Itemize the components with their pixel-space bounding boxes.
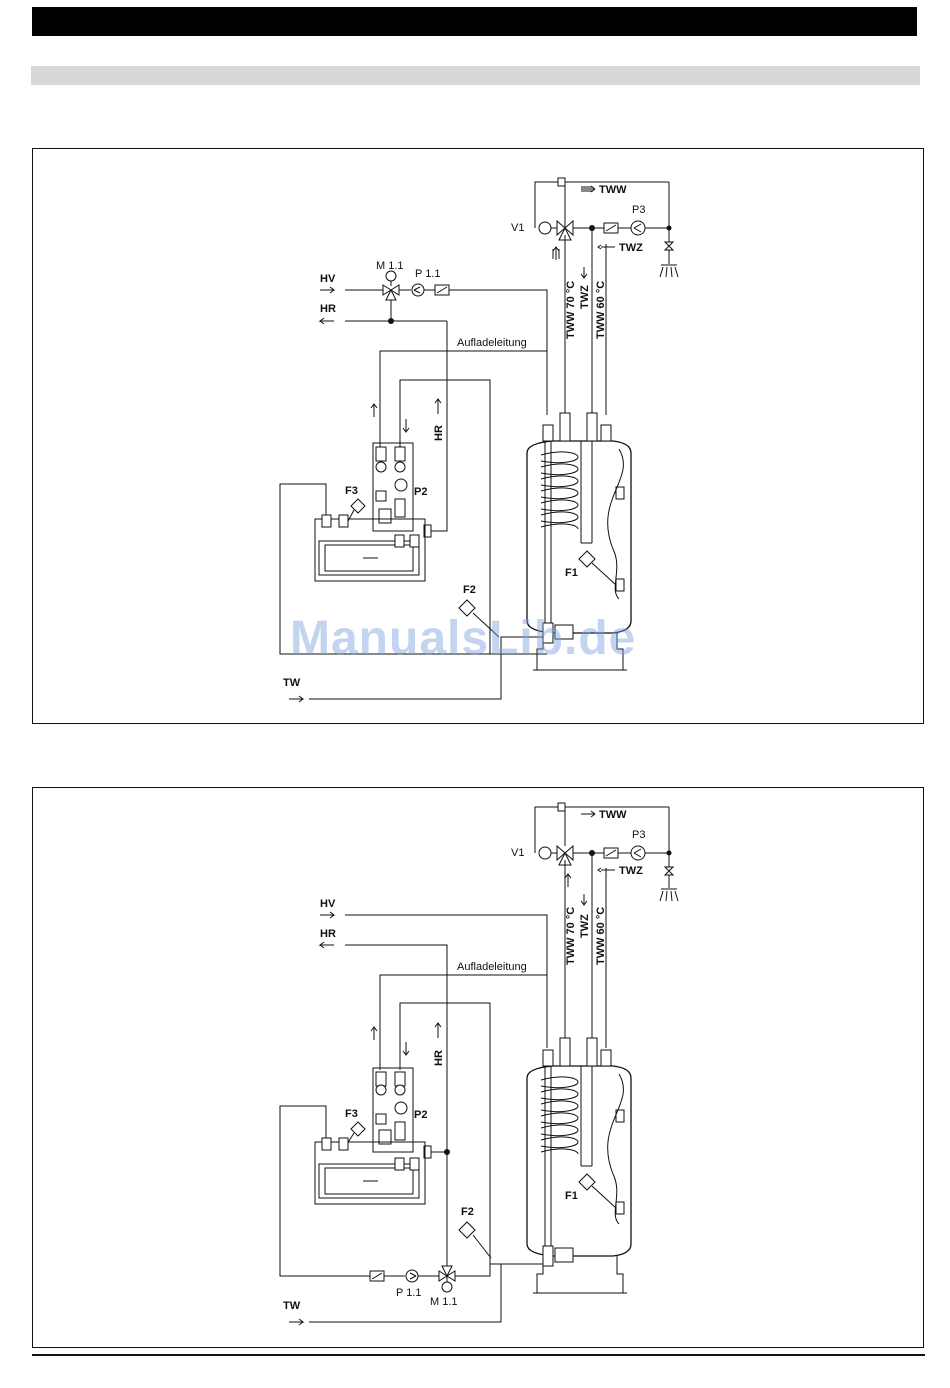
sensor-f2 [459, 1222, 475, 1238]
plate-heat-exchanger [315, 515, 425, 581]
bottom-rule [32, 1354, 925, 1356]
label-p3: P3 [632, 829, 645, 841]
pump-p11 [412, 284, 424, 296]
arrow-hr [320, 942, 334, 948]
schematic-frame-2: TWW V1 P3 TWZ TWW 70 °C TWZ TWW 60 °C HV… [32, 787, 924, 1348]
arrow-down-twz [581, 267, 587, 278]
label-hr-vertical: HR [433, 1050, 445, 1066]
label-hr: HR [320, 303, 336, 315]
label-f3: F3 [345, 485, 358, 497]
arrow-tww [581, 811, 595, 817]
arrow-tw [289, 696, 303, 702]
arrow-up-hr [435, 399, 441, 414]
label-m11: M 1.1 [430, 1296, 458, 1308]
label-tww60: TWW 60 °C [595, 281, 607, 339]
label-v1: V1 [511, 222, 524, 234]
m11-mixing-valve [383, 271, 399, 300]
label-hv: HV [320, 898, 336, 910]
arrow-down-charge [403, 419, 409, 432]
arrow-up-charge [371, 1027, 377, 1040]
pump-p3 [631, 846, 645, 860]
label-twz-vertical: TWZ [579, 914, 591, 938]
label-hv: HV [320, 273, 336, 285]
label-m11: M 1.1 [376, 260, 404, 272]
arrow-hr [320, 318, 334, 324]
arrow-up-hr [435, 1023, 441, 1038]
section-band [31, 66, 920, 85]
label-p2: P2 [414, 486, 427, 498]
label-hr: HR [320, 928, 336, 940]
label-p2: P2 [414, 1109, 427, 1121]
label-p11: P 1.1 [415, 268, 441, 280]
pump-p3 [631, 221, 645, 235]
arrow-up-tww70 [565, 874, 571, 887]
header-bar [32, 7, 917, 36]
storage-tank [527, 1038, 631, 1293]
tww-outlet [535, 178, 565, 228]
pump-p11 [406, 1270, 418, 1282]
arrow-up-charge [371, 404, 377, 417]
label-f2: F2 [461, 1206, 474, 1218]
label-hr-vertical: HR [433, 425, 445, 441]
label-f2: F2 [463, 584, 476, 596]
label-f1: F1 [565, 1190, 578, 1202]
arrow-down-charge [403, 1042, 409, 1055]
watermark: ManualsLib.de [290, 611, 636, 666]
label-twz: TWZ [619, 865, 643, 877]
label-tww: TWW [599, 184, 627, 196]
arrow-hv [320, 287, 334, 293]
label-v1: V1 [511, 847, 524, 859]
v1-mixing-valve [539, 846, 573, 865]
label-p3: P3 [632, 204, 645, 216]
sensor-f1 [579, 551, 595, 567]
schematic-2: TWW V1 P3 TWZ TWW 70 °C TWZ TWW 60 °C HV… [33, 788, 925, 1349]
plate-heat-exchanger [315, 1138, 425, 1204]
v1-mixing-valve [539, 221, 573, 240]
label-p11: P 1.1 [396, 1287, 422, 1299]
label-tw: TW [283, 1300, 301, 1312]
sensor-f1 [579, 1174, 595, 1190]
label-aufladeleitung: Aufladeleitung [457, 337, 527, 349]
label-f3: F3 [345, 1108, 358, 1120]
m11-mixing-valve [439, 1266, 455, 1292]
label-twz: TWZ [619, 242, 643, 254]
label-aufladeleitung: Aufladeleitung [457, 961, 527, 973]
arrow-tww [581, 186, 595, 192]
label-tww: TWW [599, 809, 627, 821]
label-tww70: TWW 70 °C [565, 907, 577, 965]
label-tww60: TWW 60 °C [595, 907, 607, 965]
label-twz-vertical: TWZ [579, 285, 591, 309]
arrow-up-tww70 [553, 247, 559, 260]
label-tw: TW [283, 677, 301, 689]
label-f1: F1 [565, 567, 578, 579]
arrow-hv [320, 912, 334, 918]
tww-outlet [535, 803, 565, 853]
arrow-down-twz [581, 894, 587, 905]
arrow-tw [289, 1319, 303, 1325]
label-tww70: TWW 70 °C [565, 281, 577, 339]
